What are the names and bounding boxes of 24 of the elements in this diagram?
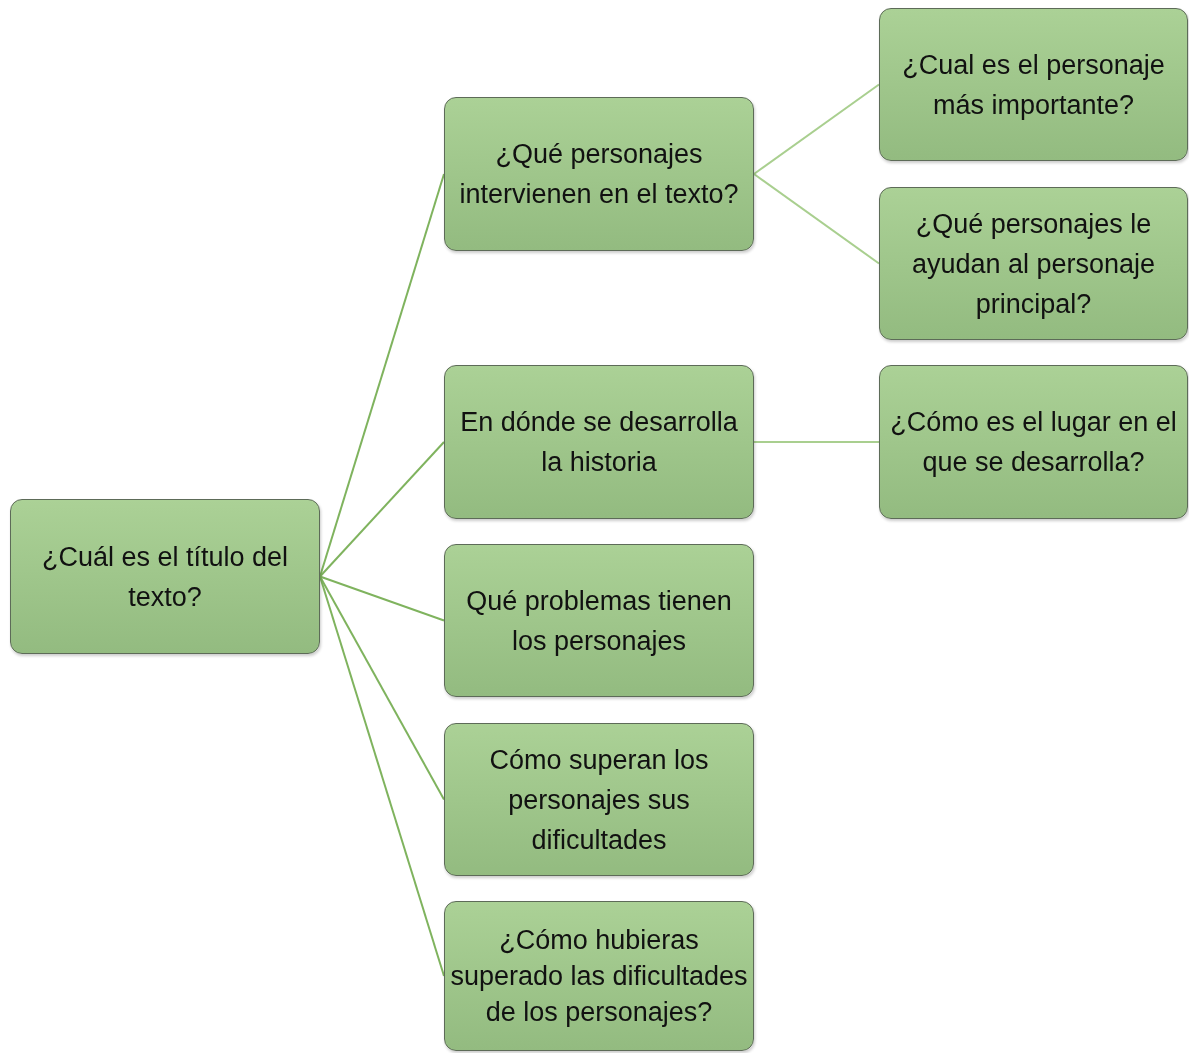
box-text: ¿Qué personajes intervienen en el texto?: [458, 138, 740, 211]
box-text: ¿Cual es el personaje más importante?: [901, 48, 1166, 122]
box-text: Qué problemas tienen los personajes: [465, 584, 733, 658]
box-text: Cómo superan los personajes sus dificultades: [488, 743, 710, 857]
box-text: ¿Cuál es el título del texto?: [40, 540, 290, 614]
question-box: [879, 365, 1188, 519]
question-box: [444, 901, 754, 1051]
question-box: [444, 723, 754, 876]
question-box: [879, 8, 1188, 161]
connector-line: [753, 83, 880, 175]
question-box: [444, 365, 754, 519]
connector-line: [753, 173, 880, 265]
box-text: ¿Cómo hubieras superado las dificultades de los personajes?: [449, 924, 749, 1029]
connector-line: [319, 441, 445, 578]
connector-line: [753, 441, 880, 443]
connector-line: [319, 575, 445, 622]
box-text: ¿Cómo es el lugar en el que se desarrolla?: [889, 406, 1178, 479]
box-text: En dónde se desarrolla la historia: [459, 406, 739, 479]
question-box: [10, 499, 320, 654]
connector-line: [319, 575, 445, 801]
box-text: ¿Qué personajes le ayudan al personaje principal?: [910, 207, 1157, 321]
question-box: [444, 544, 754, 697]
question-box: [879, 187, 1188, 340]
question-box: [444, 97, 754, 251]
